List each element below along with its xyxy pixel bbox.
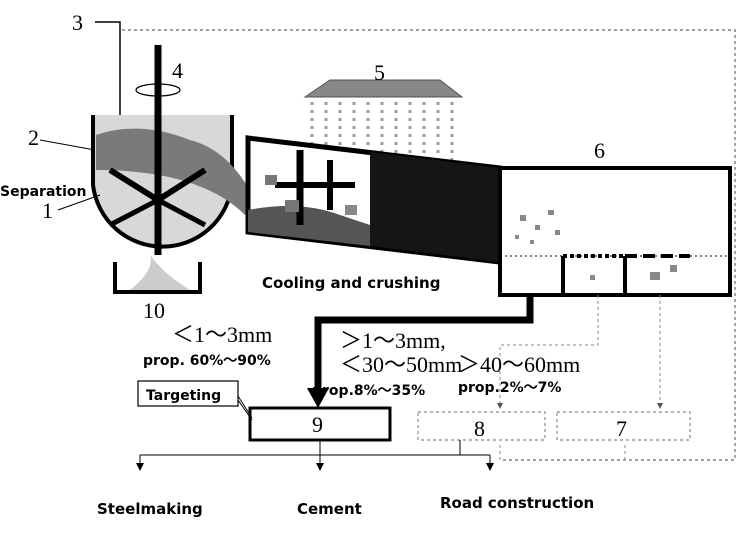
label-road: Road construction xyxy=(440,494,594,512)
label-cement: Cement xyxy=(297,500,362,518)
label-8: 8 xyxy=(474,416,485,441)
coarse-flow-lines xyxy=(497,295,663,409)
label-2: 2 xyxy=(28,125,39,150)
label-4: 4 xyxy=(172,58,183,83)
label-targeting: Targeting xyxy=(146,388,221,404)
product-lines xyxy=(136,440,494,471)
coarse-prop: prop.2%～7% xyxy=(458,380,561,396)
label-separation: Separation xyxy=(0,184,86,200)
mid-size-1: ＞1～3mm, xyxy=(340,328,446,353)
label-10: 10 xyxy=(143,298,165,323)
label-9: 9 xyxy=(312,412,323,437)
box-9 xyxy=(248,406,392,442)
basin xyxy=(113,255,202,294)
label-cooling: Cooling and crushing xyxy=(262,274,440,292)
label-5: 5 xyxy=(374,60,385,85)
separation-vessel xyxy=(39,45,255,255)
return-line xyxy=(95,21,736,461)
box-7 xyxy=(556,411,691,441)
targeting-callout xyxy=(137,380,239,407)
fine-prop: prop. 60%～90% xyxy=(143,353,271,369)
label-6: 6 xyxy=(594,138,605,163)
coarse-size: ＞40～60mm xyxy=(458,352,580,377)
fine-flow-arrow xyxy=(314,295,534,390)
box-8 xyxy=(417,411,546,441)
mid-prop: prop.8%～35% xyxy=(312,383,425,399)
screening-box xyxy=(498,166,732,297)
label-1: 1 xyxy=(42,198,53,223)
label-steelmaking: Steelmaking xyxy=(97,500,203,518)
mid-size-2: ＜30～50mm xyxy=(340,352,462,377)
label-3: 3 xyxy=(72,10,83,35)
fine-size: ＜1～3mm xyxy=(172,322,272,347)
rotation-arrow-icon xyxy=(135,83,181,97)
label-7: 7 xyxy=(616,416,627,441)
cooling-drum xyxy=(245,135,503,265)
